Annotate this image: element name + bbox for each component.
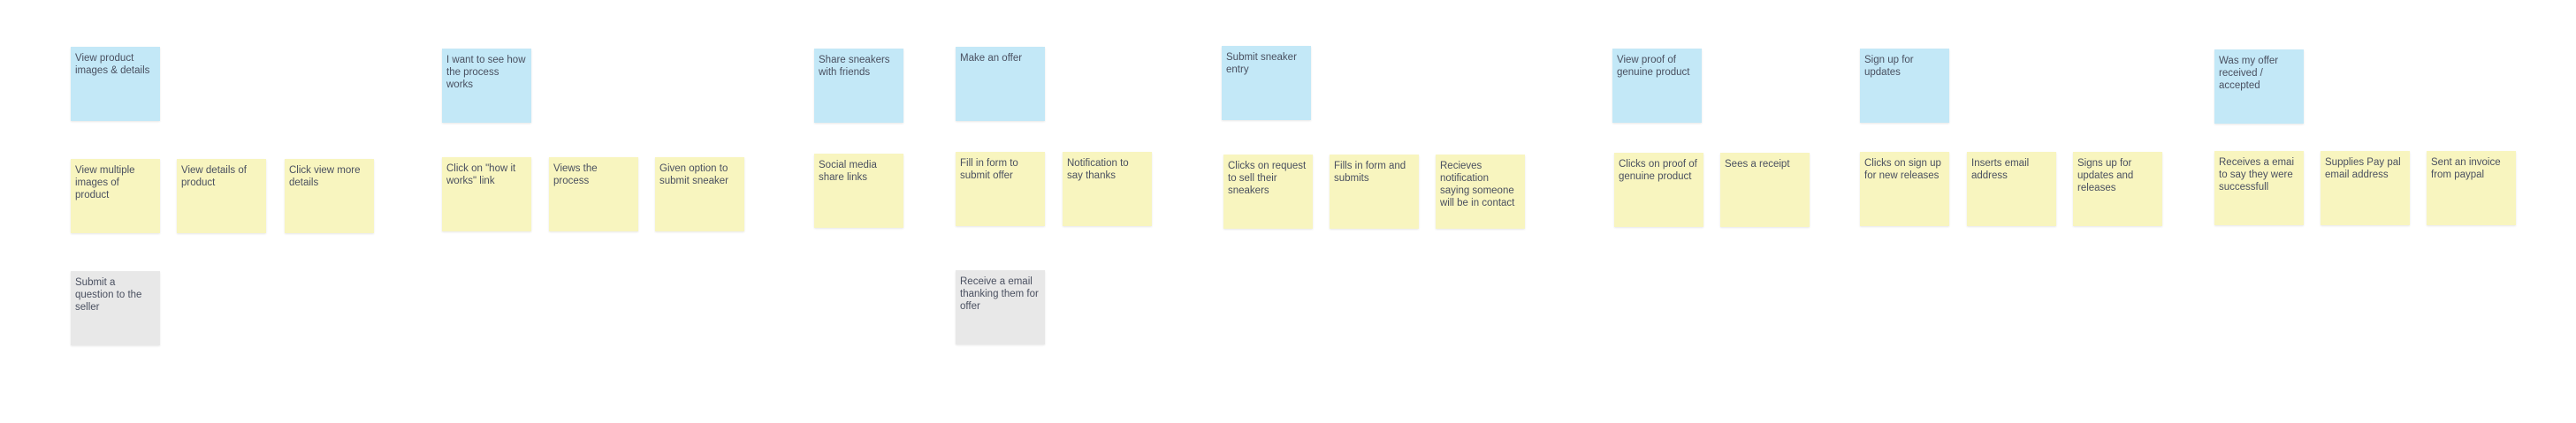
- step-sticky-note[interactable]: Supplies Pay pal email address: [2321, 151, 2410, 225]
- step-sticky-note[interactable]: Clicks on request to sell their sneakers: [1223, 155, 1313, 229]
- step-sticky-note[interactable]: Social media share links: [814, 154, 903, 228]
- goal-sticky-note[interactable]: Make an offer: [956, 47, 1045, 121]
- goal-sticky-note[interactable]: I want to see how the process works: [442, 49, 531, 123]
- question-sticky-note[interactable]: Submit a question to the seller: [71, 271, 160, 345]
- step-sticky-note[interactable]: Click on "how it works" link: [442, 157, 531, 231]
- step-sticky-note[interactable]: Sees a receipt: [1720, 153, 1810, 227]
- step-sticky-note[interactable]: Clicks on proof of genuine product: [1614, 153, 1703, 227]
- step-sticky-note[interactable]: Fills in form and submits: [1330, 155, 1419, 229]
- step-sticky-note[interactable]: Notification to say thanks: [1063, 152, 1152, 226]
- goal-sticky-note[interactable]: Share sneakers with friends: [814, 49, 903, 123]
- step-sticky-note[interactable]: Views the process: [549, 157, 638, 231]
- goal-sticky-note[interactable]: Was my offer received / accepted: [2214, 49, 2304, 124]
- step-sticky-note[interactable]: Recieves notification saying someone wil…: [1436, 155, 1525, 229]
- step-sticky-note[interactable]: Signs up for updates and releases: [2073, 152, 2162, 226]
- goal-sticky-note[interactable]: Sign up for updates: [1860, 49, 1949, 123]
- step-sticky-note[interactable]: View details of product: [177, 159, 266, 233]
- step-sticky-note[interactable]: Click view more details: [285, 159, 374, 233]
- step-sticky-note[interactable]: Fill in form to submit offer: [956, 152, 1045, 226]
- goal-sticky-note[interactable]: View proof of genuine product: [1612, 49, 1702, 123]
- goal-sticky-note[interactable]: Submit sneaker entry: [1222, 46, 1311, 120]
- goal-sticky-note[interactable]: View product images & details: [71, 47, 160, 121]
- email-sticky-note[interactable]: Receive a email thanking them for offer: [956, 270, 1045, 344]
- step-sticky-note[interactable]: Given option to submit sneaker: [655, 157, 744, 231]
- step-sticky-note[interactable]: View multiple images of product: [71, 159, 160, 233]
- step-sticky-note[interactable]: Sent an invoice from paypal: [2427, 151, 2516, 225]
- step-sticky-note[interactable]: Receives a emai to say they were success…: [2214, 151, 2304, 225]
- step-sticky-note[interactable]: Inserts email address: [1967, 152, 2056, 226]
- step-sticky-note[interactable]: Clicks on sign up for new releases: [1860, 152, 1949, 226]
